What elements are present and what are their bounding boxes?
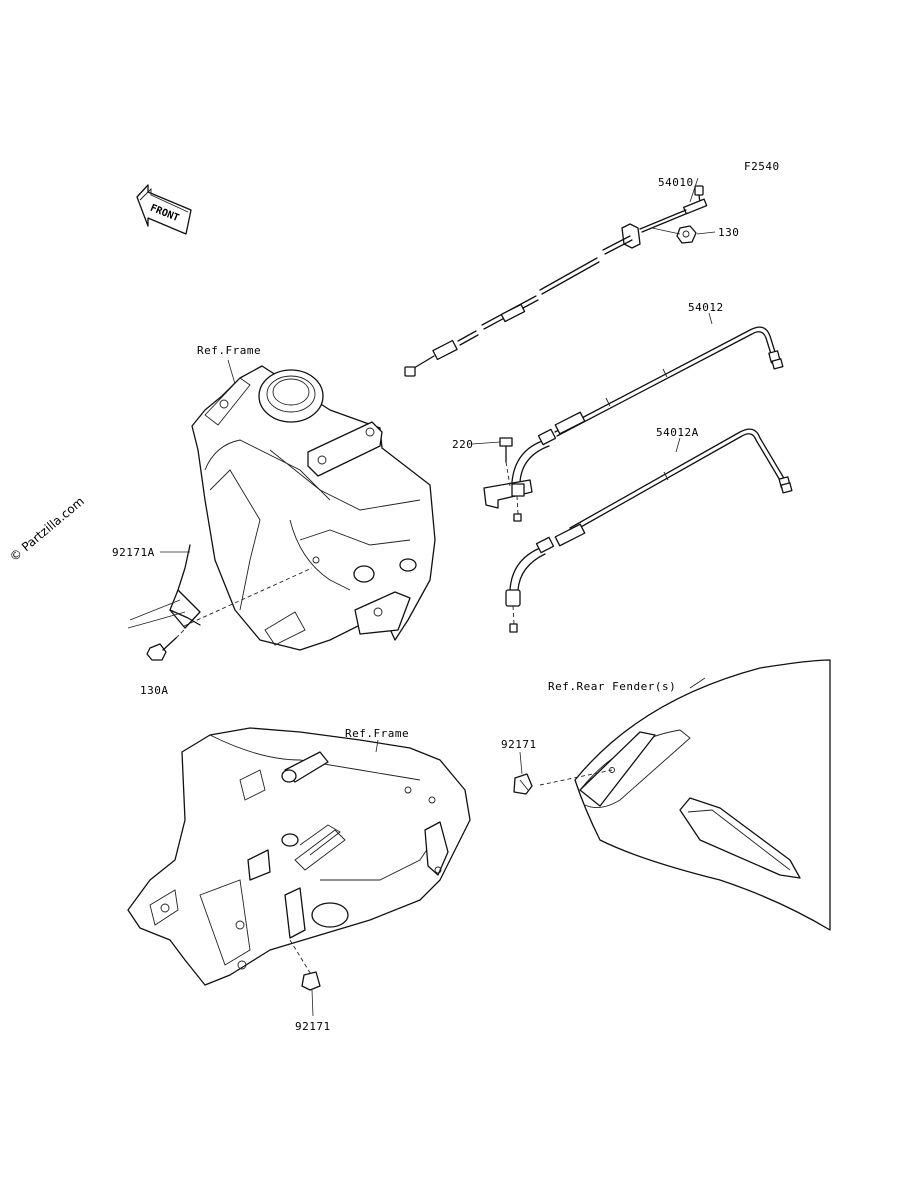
label-54012a: 54012A <box>656 426 699 439</box>
lower-frame <box>127 727 471 1017</box>
label-92171a: 92171A <box>112 546 155 559</box>
label-130: 130 <box>718 226 739 239</box>
rear-fender <box>513 659 831 931</box>
label-ref-frame-bottom: Ref.Frame <box>345 727 409 740</box>
cable-54010 <box>404 177 716 377</box>
label-ref-frame-top: Ref.Frame <box>197 344 261 357</box>
watermark: © Partzilla.com <box>7 494 87 564</box>
cable-54012 <box>471 312 784 522</box>
label-54010: 54010 <box>658 176 694 189</box>
diagram-code: F2540 <box>744 160 780 173</box>
front-arrow-icon: FRONT <box>136 184 192 235</box>
label-130a: 130A <box>140 684 169 697</box>
cable-54012a <box>505 428 793 633</box>
label-ref-rear-fender: Ref.Rear Fender(s) <box>548 680 676 693</box>
upper-frame <box>127 359 436 661</box>
label-92171-fender: 92171 <box>501 738 537 751</box>
label-220: 220 <box>452 438 473 451</box>
label-92171-bottom: 92171 <box>295 1020 331 1033</box>
label-54012: 54012 <box>688 301 724 314</box>
